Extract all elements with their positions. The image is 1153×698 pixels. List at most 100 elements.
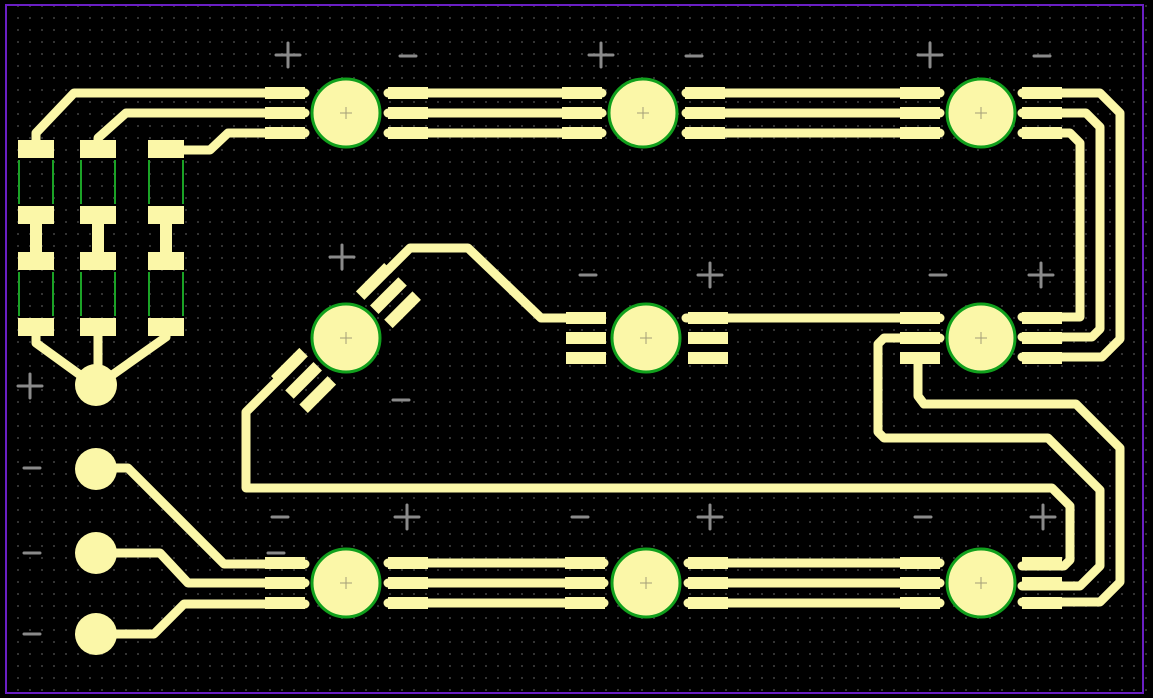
led-center-mark — [975, 107, 987, 119]
plus-marker-icon — [696, 503, 724, 531]
plus-marker-icon — [587, 41, 615, 69]
led-pad — [355, 263, 393, 300]
led-pad — [285, 362, 322, 399]
led-pad — [562, 87, 602, 99]
resistor-pad — [18, 318, 54, 336]
led-top-right — [900, 77, 1062, 149]
resistor-pad — [80, 318, 116, 336]
led-pad — [685, 87, 725, 99]
led-bottom-center — [565, 547, 728, 619]
led-pad — [1022, 597, 1062, 609]
led-pad — [688, 557, 728, 569]
led-pad — [900, 597, 940, 609]
led-pad — [265, 577, 305, 589]
plus-marker-icon — [1029, 503, 1057, 531]
led-pad — [1022, 107, 1062, 119]
led-pad — [384, 291, 421, 329]
plus-marker-icon — [393, 503, 421, 531]
plus-marker-icon — [1027, 261, 1055, 289]
trace — [913, 357, 1125, 607]
led-pad — [1022, 312, 1062, 324]
plus-marker-icon — [696, 261, 724, 289]
trace — [241, 353, 1075, 571]
led-pad — [688, 597, 728, 609]
led-pad — [265, 87, 305, 99]
led-pad — [388, 87, 428, 99]
led-pad — [1022, 332, 1062, 344]
led-pad — [688, 352, 728, 364]
led-center-mark — [975, 577, 987, 589]
resistor-pad — [148, 206, 184, 224]
led-pad — [900, 312, 940, 324]
led-pad — [562, 127, 602, 139]
led-pad — [388, 597, 428, 609]
resistor-pad — [80, 140, 116, 158]
resistor-pad — [148, 252, 184, 270]
led-pad — [299, 376, 337, 413]
connector-pad — [75, 613, 117, 655]
led-middle-right — [900, 302, 1062, 374]
resistor-pad — [80, 206, 116, 224]
resistor-pad — [148, 318, 184, 336]
led-top-left — [265, 77, 428, 149]
led-center-mark — [340, 332, 352, 344]
led-center-mark — [340, 577, 352, 589]
connector-pad — [75, 532, 117, 574]
led-pad — [265, 557, 305, 569]
led-center-mark — [640, 577, 652, 589]
led-middle-center — [566, 302, 728, 374]
led-pad — [1022, 557, 1062, 569]
connector-pads — [75, 364, 117, 655]
led-center-mark — [340, 107, 352, 119]
plus-marker-icon — [328, 243, 356, 271]
led-pad — [388, 107, 428, 119]
led-pad — [388, 557, 428, 569]
trace — [93, 548, 310, 588]
polarity-markers — [16, 41, 1057, 636]
resistor-pad — [148, 140, 184, 158]
led-pad — [900, 352, 940, 364]
led-pad — [685, 107, 725, 119]
led-pad — [900, 557, 940, 569]
resistor-pad — [18, 140, 54, 158]
led-pad — [1022, 87, 1062, 99]
led-pad — [1022, 352, 1062, 364]
plus-marker-icon — [16, 372, 44, 400]
led-middle-left — [271, 263, 421, 413]
resistor-link — [160, 222, 172, 254]
led-pad — [900, 332, 940, 344]
led-pad — [388, 127, 428, 139]
plus-marker-icon — [274, 41, 302, 69]
led-center-mark — [640, 332, 652, 344]
led-pad — [900, 87, 940, 99]
led-pad — [900, 107, 940, 119]
led-center-mark — [975, 332, 987, 344]
resistor-link — [30, 222, 42, 254]
resistor-pad — [18, 252, 54, 270]
led-pad — [565, 557, 605, 569]
led-pad — [1022, 577, 1062, 589]
trace — [383, 243, 571, 323]
led-pad — [265, 107, 305, 119]
led-pad — [271, 347, 308, 385]
trace — [1017, 108, 1105, 342]
led-pad — [900, 127, 940, 139]
board-outline — [5, 4, 1144, 694]
led-center-mark — [637, 107, 649, 119]
led-pad — [1022, 127, 1062, 139]
led-pad — [562, 107, 602, 119]
led-pad — [265, 127, 305, 139]
led-bottom-left — [265, 547, 428, 619]
resistor-pad — [80, 252, 116, 270]
led-pad — [566, 332, 606, 344]
led-bottom-right — [900, 547, 1062, 619]
trace — [93, 599, 310, 639]
led-pad — [566, 352, 606, 364]
led-top-center — [562, 77, 725, 149]
led-pad — [265, 597, 305, 609]
led-pad — [566, 312, 606, 324]
trace — [873, 333, 1105, 591]
led-pad — [685, 127, 725, 139]
led-pad — [565, 577, 605, 589]
led-pad — [565, 597, 605, 609]
